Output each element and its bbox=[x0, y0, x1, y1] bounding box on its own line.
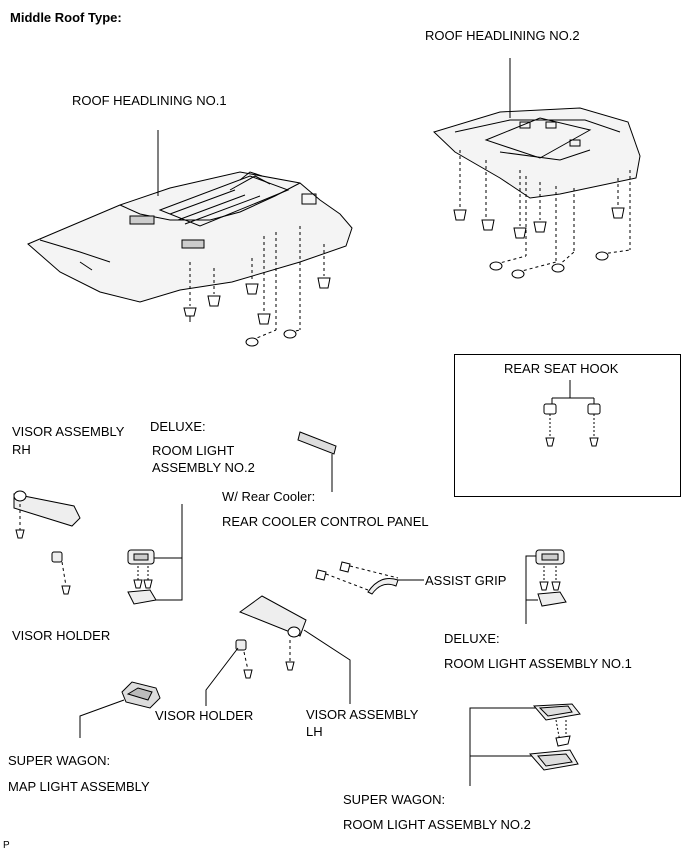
label-room-light-no2-superwagon: ROOM LIGHT ASSEMBLY NO.2 bbox=[343, 817, 531, 832]
footer-code: P bbox=[3, 840, 10, 851]
label-visor-lh-line1: VISOR ASSEMBLY bbox=[306, 707, 419, 722]
assist-grip-part bbox=[315, 561, 424, 595]
label-map-light: MAP LIGHT ASSEMBLY bbox=[8, 779, 150, 794]
label-roof-headlining-no2: ROOF HEADLINING NO.2 bbox=[425, 28, 580, 43]
rear-cooler-panel-part bbox=[297, 431, 337, 492]
label-visor-holder-center: VISOR HOLDER bbox=[155, 708, 254, 723]
label-visor-lh-line2: LH bbox=[306, 724, 323, 739]
rear-seat-hook-box bbox=[454, 354, 681, 497]
map-light-part bbox=[79, 681, 161, 738]
page-title: Middle Roof Type: bbox=[10, 10, 122, 25]
label-visor-rh-line1: VISOR ASSEMBLY bbox=[12, 424, 125, 439]
visor-rh-part bbox=[13, 490, 81, 539]
roof-headlining-no1-part bbox=[27, 130, 353, 303]
headlining-no2-clips bbox=[453, 207, 625, 279]
headlining-no1-dash-lines bbox=[189, 226, 325, 341]
label-room-light-no2-line1: ROOM LIGHT bbox=[152, 443, 235, 458]
visor-holder-center-part bbox=[205, 639, 253, 706]
label-deluxe-room-light-no2: DELUXE: bbox=[150, 419, 206, 434]
label-super-wagon-room-light: SUPER WAGON: bbox=[343, 792, 446, 807]
label-visor-rh-line2: RH bbox=[12, 442, 31, 457]
label-roof-headlining-no1: ROOF HEADLINING NO.1 bbox=[72, 93, 227, 108]
label-rear-cooler-panel: REAR COOLER CONTROL PANEL bbox=[222, 514, 429, 529]
headlining-no1-clips bbox=[183, 277, 331, 347]
room-light-no2-superwagon-part bbox=[469, 703, 581, 786]
room-light-no1-part bbox=[525, 549, 567, 624]
label-room-light-no2-line2: ASSEMBLY NO.2 bbox=[152, 460, 255, 475]
visor-lh-part bbox=[238, 595, 351, 704]
label-assist-grip: ASSIST GRIP bbox=[425, 573, 507, 588]
label-deluxe-room-light-no1: DELUXE: bbox=[444, 631, 500, 646]
label-visor-holder-left: VISOR HOLDER bbox=[12, 628, 111, 643]
label-super-wagon-map-light: SUPER WAGON: bbox=[8, 753, 111, 768]
headlining-no2-dash-lines bbox=[459, 150, 631, 273]
label-room-light-no1: ROOM LIGHT ASSEMBLY NO.1 bbox=[444, 656, 632, 671]
label-rear-cooler-condition: W/ Rear Cooler: bbox=[222, 489, 316, 504]
room-light-no2-deluxe-part bbox=[127, 504, 183, 605]
visor-holder-left-part bbox=[51, 551, 71, 595]
rear-seat-hook-part bbox=[543, 380, 601, 447]
label-rear-seat-hook: REAR SEAT HOOK bbox=[504, 361, 619, 376]
roof-headlining-no2-part bbox=[433, 58, 641, 199]
